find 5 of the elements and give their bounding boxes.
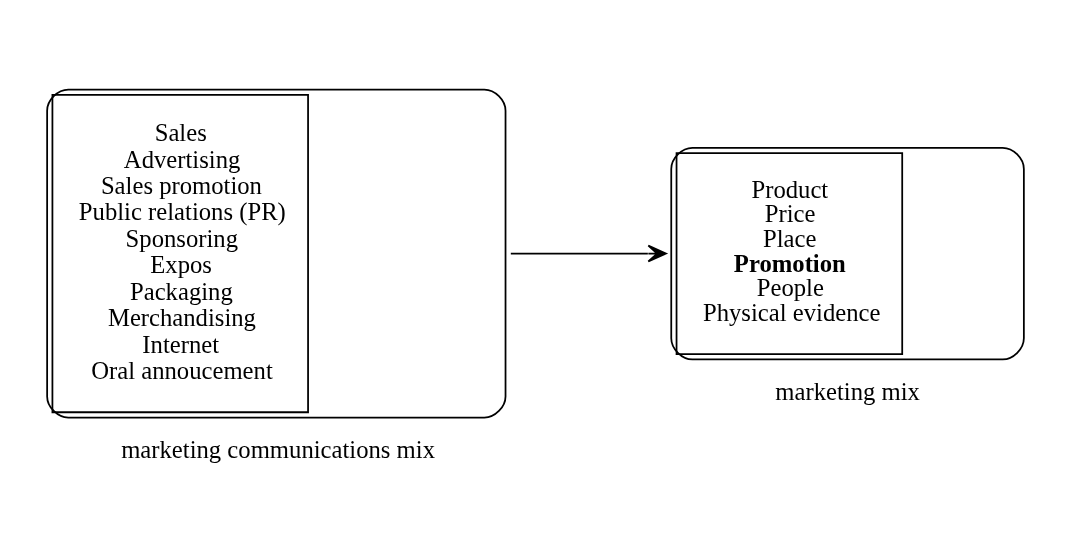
node-box: Product Price Place Promotion People Physical evidence xyxy=(670,146,1025,360)
node-box: Sales Advertising Sales promotion Public relations (PR) Sponsoring Expos Packaging Merchandising Internet Oral annoucement xyxy=(46,88,507,418)
node-label: marketing mix xyxy=(775,377,920,405)
node-label: marketing communications mix xyxy=(121,435,436,463)
arrow xyxy=(509,244,667,262)
